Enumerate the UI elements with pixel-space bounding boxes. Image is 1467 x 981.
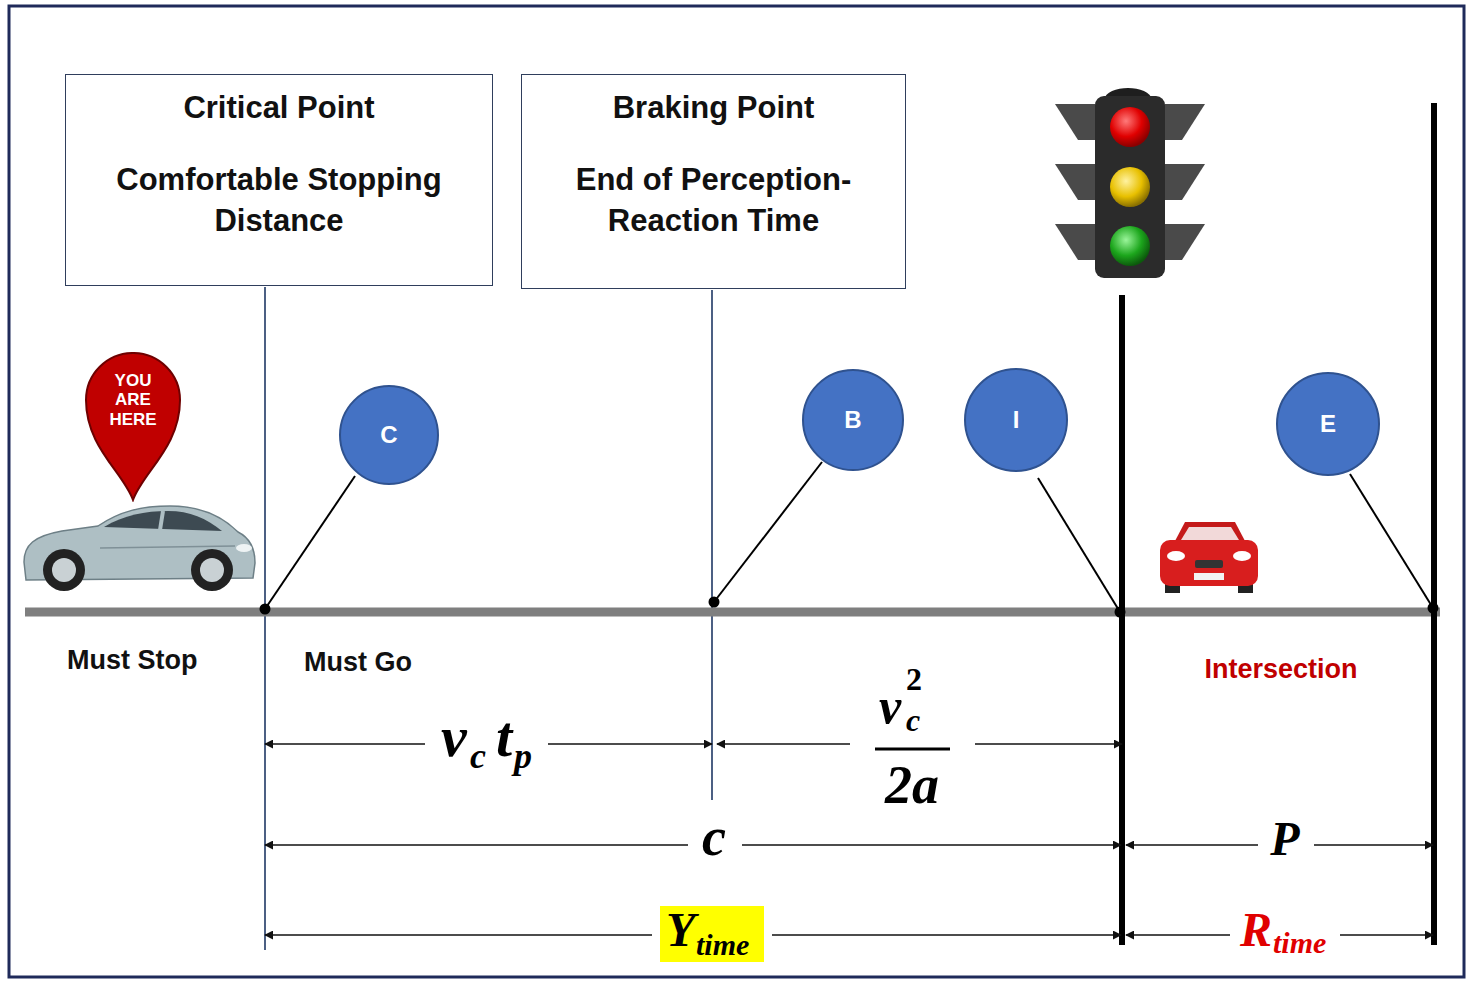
- headlight: [236, 544, 252, 552]
- exit-line: [1431, 103, 1437, 945]
- math-subscript: c: [470, 738, 486, 774]
- dimension-symbol: c: [702, 810, 726, 864]
- leader-line: [265, 476, 355, 609]
- math-symbol: t: [496, 708, 512, 766]
- light-visor: [1055, 164, 1095, 200]
- light-visor: [1165, 104, 1205, 140]
- light-visor: [1165, 224, 1205, 260]
- note-box: Braking PointEnd of Perception-Reaction …: [521, 74, 906, 289]
- math-superscript: 2: [906, 663, 922, 695]
- callout-circle: E: [1276, 372, 1380, 476]
- note-box: Critical PointComfortable Stopping Dista…: [65, 74, 493, 286]
- zone-label: Must Go: [304, 649, 412, 676]
- traffic-light: [1055, 88, 1205, 278]
- dimension-line: [975, 743, 1122, 745]
- pin-body: [86, 353, 180, 500]
- box-body: End of Perception-Reaction Time: [534, 159, 893, 241]
- wheel: [191, 549, 233, 591]
- dimension-line: [548, 743, 712, 745]
- point-dot: [260, 604, 271, 615]
- math-symbol: v: [441, 708, 467, 766]
- leader-line: [714, 462, 822, 602]
- callout-circle: I: [964, 368, 1068, 472]
- light-housing: [1095, 96, 1165, 278]
- red-lamp: [1110, 107, 1150, 147]
- headlight: [1233, 551, 1251, 561]
- math-subscript: time: [1273, 928, 1326, 958]
- outer-frame: [9, 6, 1464, 977]
- yellow-lamp: [1110, 167, 1150, 207]
- headlight: [1167, 551, 1185, 561]
- location-pin: YOU ARE HERE: [83, 352, 183, 502]
- car-window: [104, 511, 222, 531]
- callout-circle: B: [802, 369, 904, 471]
- callout-letter: C: [380, 423, 397, 447]
- dimension-line: [742, 844, 1121, 846]
- dimension-line: [717, 743, 850, 745]
- leader-line: [1038, 478, 1120, 612]
- braking-line: [711, 290, 713, 800]
- point-dot: [1115, 607, 1126, 618]
- dimension-line: [772, 934, 1121, 936]
- point-dot: [709, 597, 720, 608]
- dimension-line: [265, 743, 425, 745]
- math-subscript: time: [696, 930, 749, 960]
- rim: [200, 558, 224, 582]
- pin-text: YOU ARE HERE: [104, 371, 162, 428]
- box-heading: Braking Point: [534, 87, 893, 128]
- dimension-line: [1126, 934, 1230, 936]
- highlight: [660, 906, 764, 962]
- silver-car: [24, 506, 255, 591]
- dimension-line: [1126, 844, 1258, 846]
- math-subscript: c: [906, 704, 920, 736]
- stop-line: [1119, 295, 1125, 945]
- plate: [1194, 573, 1224, 580]
- body-line: [100, 546, 235, 548]
- callout-circle: C: [339, 385, 439, 485]
- dimension-symbol: Y: [666, 906, 695, 954]
- red-car: [1160, 522, 1258, 593]
- wheel: [43, 549, 85, 591]
- light-visor: [1055, 224, 1095, 260]
- rim: [52, 558, 76, 582]
- zone-label: Must Stop: [67, 647, 197, 674]
- dimension-symbol: R: [1240, 906, 1272, 954]
- leader-line: [1350, 474, 1433, 608]
- dimension-line: [1314, 844, 1433, 846]
- zone-label: Intersection: [1204, 656, 1357, 683]
- dimension-line: [1340, 934, 1433, 936]
- fraction-bar: [875, 748, 950, 751]
- light-visor: [1165, 164, 1205, 200]
- point-dot: [1428, 603, 1439, 614]
- grille: [1195, 560, 1223, 568]
- critical-line: [264, 287, 266, 950]
- callout-letter: I: [1013, 408, 1020, 432]
- car-roof: [1175, 522, 1245, 541]
- windshield: [1181, 527, 1239, 540]
- light-visor: [1055, 104, 1095, 140]
- callout-letter: E: [1320, 412, 1336, 436]
- road: [25, 608, 1440, 617]
- car-body: [1160, 540, 1258, 586]
- dimension-symbol: P: [1270, 815, 1299, 863]
- green-lamp: [1110, 226, 1150, 266]
- box-heading: Critical Point: [78, 87, 480, 128]
- dimension-line: [265, 934, 652, 936]
- box-body: Comfortable Stopping Distance: [78, 159, 480, 241]
- window-pillar: [160, 511, 163, 530]
- math-denominator: 2a: [885, 758, 939, 812]
- math-subscript: p: [514, 738, 532, 774]
- callout-letter: B: [844, 408, 861, 432]
- dimension-line: [265, 844, 688, 846]
- math-symbol: v: [879, 681, 901, 731]
